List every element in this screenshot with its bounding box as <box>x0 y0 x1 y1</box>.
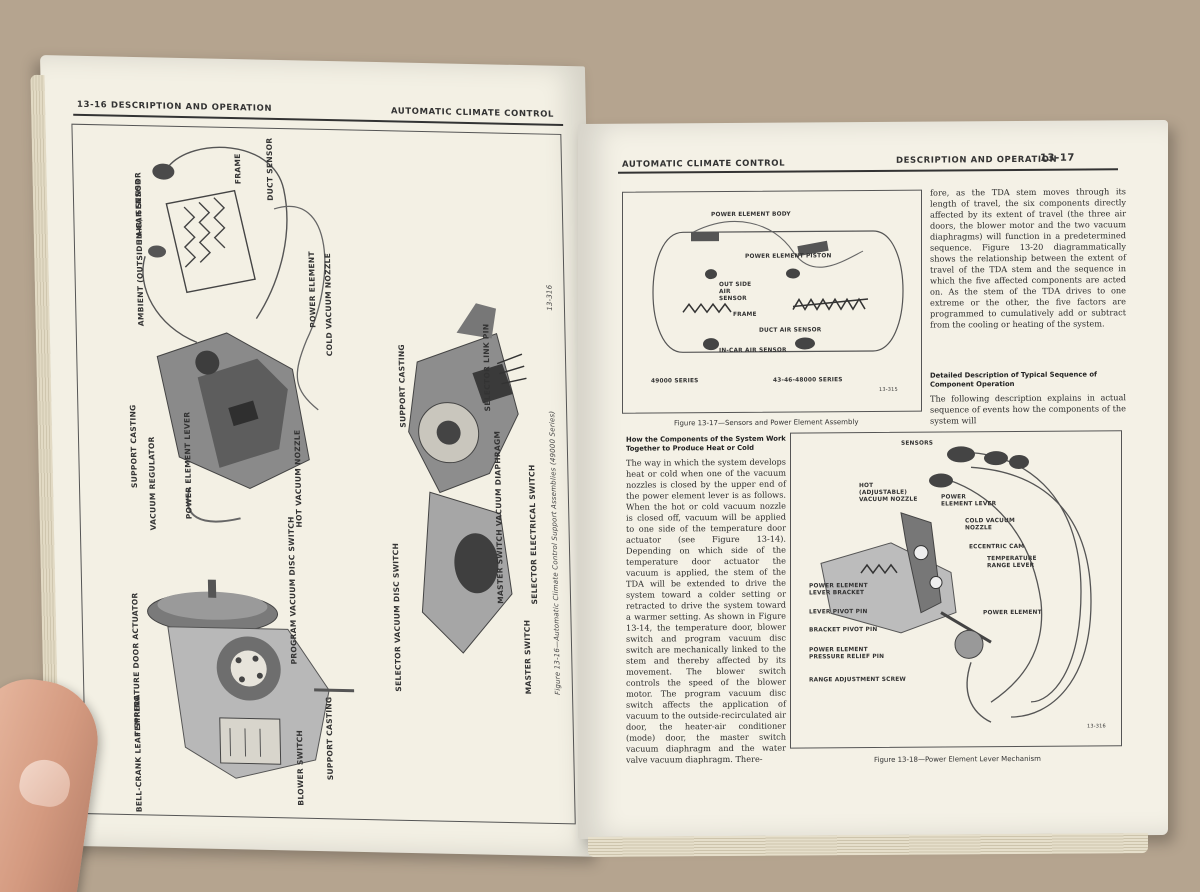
label-eccentric-cam: ECCENTRIC CAM <box>969 543 1025 551</box>
label-frame-fig17: FRAME <box>733 311 757 318</box>
label-power-element-lever-fig18: POWER ELEMENT LEVER <box>941 494 997 508</box>
figure-13-17-frame: POWER ELEMENT BODY POWER ELEMENT PISTON … <box>622 189 922 414</box>
figure-13-17-illustration <box>652 221 904 353</box>
figure-13-17-tag: 13-315 <box>879 386 898 393</box>
text-right-column-bottom: The following description explains in ac… <box>930 392 1126 426</box>
label-duct-sensor: DUCT SENSOR <box>264 137 275 201</box>
label-support-casting-2: SUPPORT CASTING <box>396 343 408 428</box>
right-chapter-title: AUTOMATIC CLIMATE CONTROL <box>622 158 786 170</box>
label-support-casting: SUPPORT CASTING <box>128 404 140 489</box>
label-49000-series: 49000 SERIES <box>651 378 699 385</box>
label-43-46-48000-series: 43-46-48000 SERIES <box>773 377 843 384</box>
right-page: AUTOMATIC CLIMATE CONTROL DESCRIPTION AN… <box>578 119 1168 857</box>
label-sensors: SENSORS <box>901 440 934 447</box>
figure-13-18-illustration <box>820 446 1092 723</box>
figure-13-16-frame: FRAME DUCT SENSOR IN-CAR SENSOR AMBIENT … <box>71 123 576 825</box>
left-page: 13-16 DESCRIPTION AND OPERATION AUTOMATI… <box>30 55 602 857</box>
text-right-column-top: fore, as the TDA stem moves through its … <box>930 186 1126 330</box>
left-page-number: 13-16 <box>76 99 108 111</box>
left-section-title: DESCRIPTION AND OPERATION <box>110 100 273 114</box>
figure-13-16-tag: 13-316 <box>545 284 555 311</box>
figure-13-17-caption: Figure 13-17—Sensors and Power Element A… <box>674 418 859 428</box>
label-in-car-air-sensor: IN-CAR AIR SENSOR <box>719 347 787 355</box>
label-bracket-pivot-pin: BRACKET PIVOT PIN <box>809 626 878 634</box>
label-power-element-piston: POWER ELEMENT PISTON <box>745 253 832 260</box>
label-frame: FRAME <box>232 153 243 185</box>
figure-13-18-frame: SENSORS HOT (ADJUSTABLE) VACUUM NOZZLE P… <box>790 430 1122 749</box>
label-duct-air-sensor: DUCT AIR SENSOR <box>759 327 822 334</box>
right-page-number: 13-17 <box>1040 152 1075 164</box>
subhead-components-work-together: How the Components of the System Work To… <box>626 434 786 453</box>
label-lever-pivot-pin: LEVER PIVOT PIN <box>809 609 868 616</box>
label-support-casting-3: SUPPORT CASTING <box>324 696 335 781</box>
left-chapter-title: AUTOMATIC CLIMATE CONTROL <box>390 106 555 120</box>
label-hot-adjustable-vacuum-nozzle: HOT (ADJUSTABLE) VACUUM NOZZLE <box>859 482 918 504</box>
label-power-element-body: POWER ELEMENT BODY <box>711 211 791 219</box>
label-power-element: POWER ELEMENT <box>306 251 318 328</box>
label-power-element-pressure-relief-pin: POWER ELEMENT PRESSURE RELIEF PIN <box>809 647 885 661</box>
label-master-switch: MASTER SWITCH <box>522 619 534 695</box>
label-cold-vacuum-nozzle-fig18: COLD VACUUM NOZZLE <box>965 518 1015 532</box>
figure-13-16-illustration <box>142 146 527 779</box>
label-selector-link-pin: SELECTOR LINK PIN <box>481 323 493 412</box>
label-power-element-lever-bracket: POWER ELEMENT LEVER BRACKET <box>809 583 868 597</box>
label-outside-air-sensor: OUT SIDE AIR SENSOR <box>719 281 752 303</box>
subhead-typical-sequence: Detailed Description of Typical Sequence… <box>930 370 1097 389</box>
text-left-column-body: The way in which the system develops hea… <box>626 456 786 765</box>
label-range-adjustment-screw: RANGE ADJUSTMENT SCREW <box>809 676 907 684</box>
right-section-title: DESCRIPTION AND OPERATION <box>896 154 1058 166</box>
figure-13-18-tag: 13-316 <box>1087 723 1106 730</box>
label-blower-switch: BLOWER SWITCH <box>294 729 306 806</box>
label-temperature-range-lever: TEMPERATURE RANGE LEVER <box>987 555 1037 570</box>
label-power-element-fig18: POWER ELEMENT <box>983 609 1042 617</box>
figure-13-18-caption: Figure 13-18—Power Element Lever Mechani… <box>874 754 1041 764</box>
